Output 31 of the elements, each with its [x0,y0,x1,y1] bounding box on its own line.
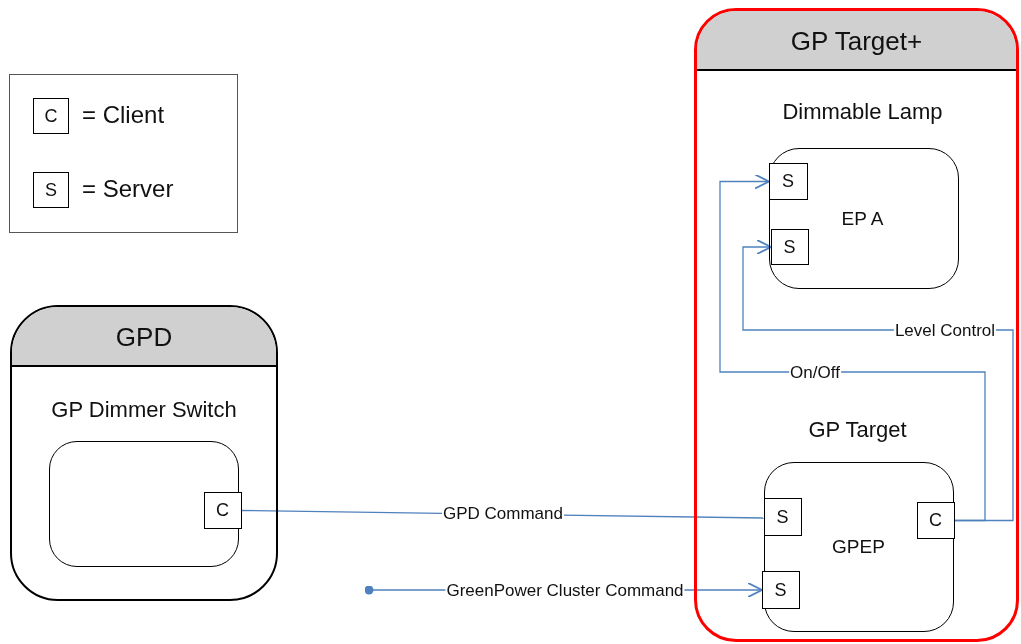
node-label: GP Dimmer Switch [51,399,237,421]
node-title: Dimmable Lamp [782,100,943,123]
container-box [694,8,1019,642]
header-title: GP Target+ [697,11,1016,71]
header-title: GPD [12,307,276,367]
edge-label: Level Control [893,321,997,339]
legend-sample: S [33,172,69,208]
port-box [203,491,242,529]
port-box [770,228,809,265]
node-label: GPEP [832,536,885,555]
port-box [916,501,955,539]
connector-arrow [719,173,986,522]
port-label: S [782,235,797,259]
port-label: C [215,499,230,522]
legend-sample: C [33,98,69,134]
port-label: C [928,509,943,532]
port-label: S [773,578,788,602]
legend-text: = Client [82,103,165,127]
legend-text: = Server [82,177,174,201]
port-label: S [781,170,795,193]
port-box [768,162,808,200]
port-box [763,497,802,536]
node-title: GP Target [808,418,907,441]
edge-label: GPD Command [442,504,564,522]
port-label: S [775,505,790,529]
edge-label: On/Off [789,363,841,381]
edge-label: GreenPower Cluster Command [445,581,685,599]
container-box [10,305,278,601]
rounded-box [49,441,239,567]
node-label: EP A [841,208,884,227]
port-box [761,570,800,609]
